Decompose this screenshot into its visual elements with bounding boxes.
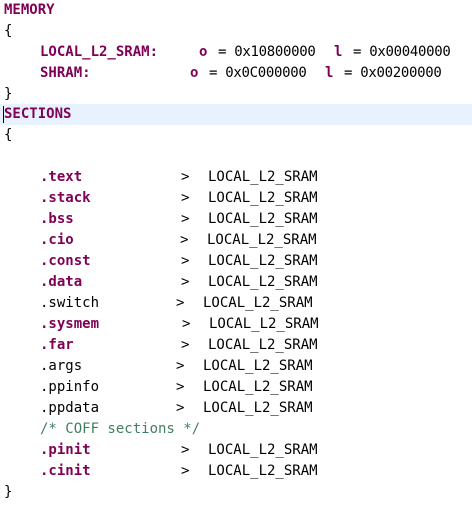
section-name: .args (40, 358, 83, 374)
allocate-arrow: > (180, 232, 189, 248)
origin-keyword: o (190, 65, 199, 81)
section-name: .cinit (40, 463, 91, 479)
allocate-arrow: > (181, 274, 190, 290)
code-line: LOCAL_L2_SRAM: o = 0x10800000 l = 0x0004… (0, 42, 472, 63)
length-keyword: l (334, 44, 343, 60)
allocate-arrow: > (181, 442, 190, 458)
section-target: LOCAL_L2_SRAM (203, 400, 313, 416)
section-line: .far > LOCAL_L2_SRAM (0, 335, 472, 356)
origin-keyword: o (199, 44, 208, 60)
section-line: .args > LOCAL_L2_SRAM (0, 356, 472, 377)
code-line: } (0, 84, 472, 105)
allocate-arrow: > (176, 358, 185, 374)
section-target: LOCAL_L2_SRAM (208, 211, 318, 227)
section-line: .const > LOCAL_L2_SRAM (0, 251, 472, 272)
section-line: .sysmem > LOCAL_L2_SRAM (0, 314, 472, 335)
origin-value: = 0x0C000000 (209, 65, 307, 81)
section-line: .text > LOCAL_L2_SRAM (0, 167, 472, 188)
section-line: .pinit > LOCAL_L2_SRAM (0, 440, 472, 461)
section-name: .text (40, 169, 83, 185)
section-line: .cinit > LOCAL_L2_SRAM (0, 461, 472, 482)
section-name: .switch (40, 295, 100, 311)
memory-keyword: MEMORY (4, 2, 55, 18)
section-target: LOCAL_L2_SRAM (208, 169, 318, 185)
section-name: .ppinfo (40, 379, 100, 395)
section-target: LOCAL_L2_SRAM (203, 358, 313, 374)
length-value: = 0x00200000 (344, 65, 442, 81)
section-target: LOCAL_L2_SRAM (209, 316, 319, 332)
section-name: .stack (40, 190, 91, 206)
text-cursor (3, 106, 4, 123)
comment-line: /* COFF sections */ (0, 419, 472, 440)
allocate-arrow: > (176, 379, 185, 395)
code-line: SHRAM: o = 0x0C000000 l = 0x00200000 (0, 63, 472, 84)
allocate-arrow: > (181, 190, 190, 206)
sections-keyword: SECTIONS (4, 106, 72, 122)
section-line: .bss > LOCAL_L2_SRAM (0, 209, 472, 230)
allocate-arrow: > (181, 169, 190, 185)
allocate-arrow: > (182, 316, 191, 332)
allocate-arrow: > (181, 337, 190, 353)
section-name: .data (40, 274, 83, 290)
code-line: { (0, 125, 472, 146)
section-name: .pinit (40, 442, 91, 458)
section-name: .sysmem (40, 316, 100, 332)
section-name: .far (40, 337, 74, 353)
allocate-arrow: > (176, 400, 185, 416)
section-target: LOCAL_L2_SRAM (203, 379, 313, 395)
section-target: LOCAL_L2_SRAM (208, 253, 318, 269)
section-target: LOCAL_L2_SRAM (207, 232, 317, 248)
allocate-arrow: > (176, 295, 185, 311)
open-brace: { (4, 23, 13, 39)
section-line: .cio > LOCAL_L2_SRAM (0, 230, 472, 251)
code-line: } (0, 482, 472, 503)
section-target: LOCAL_L2_SRAM (208, 463, 318, 479)
section-target: LOCAL_L2_SRAM (208, 337, 318, 353)
section-target: LOCAL_L2_SRAM (203, 295, 313, 311)
section-target: LOCAL_L2_SRAM (208, 190, 318, 206)
length-value: = 0x00040000 (353, 44, 451, 60)
current-line: SECTIONS (0, 104, 472, 125)
close-brace: } (4, 484, 13, 500)
code-line: { (0, 21, 472, 42)
section-target: LOCAL_L2_SRAM (208, 442, 318, 458)
section-line: .data > LOCAL_L2_SRAM (0, 272, 472, 293)
origin-value: = 0x10800000 (218, 44, 316, 60)
allocate-arrow: > (181, 463, 190, 479)
allocate-arrow: > (181, 211, 190, 227)
section-name: .cio (40, 232, 74, 248)
close-brace: } (4, 86, 13, 102)
length-keyword: l (325, 65, 334, 81)
section-line: .switch > LOCAL_L2_SRAM (0, 293, 472, 314)
section-line: .stack > LOCAL_L2_SRAM (0, 188, 472, 209)
section-line: .ppdata > LOCAL_L2_SRAM (0, 398, 472, 419)
code-line: MEMORY (0, 0, 472, 21)
open-brace: { (4, 127, 13, 143)
coff-comment: /* COFF sections */ (40, 421, 201, 437)
allocate-arrow: > (181, 253, 190, 269)
section-target: LOCAL_L2_SRAM (208, 274, 318, 290)
section-name: .bss (40, 211, 74, 227)
section-name: .const (40, 253, 91, 269)
memory-region-name: LOCAL_L2_SRAM: (40, 44, 159, 60)
memory-region-name: SHRAM: (40, 65, 91, 81)
section-name: .ppdata (40, 400, 100, 416)
section-line: .ppinfo > LOCAL_L2_SRAM (0, 377, 472, 398)
